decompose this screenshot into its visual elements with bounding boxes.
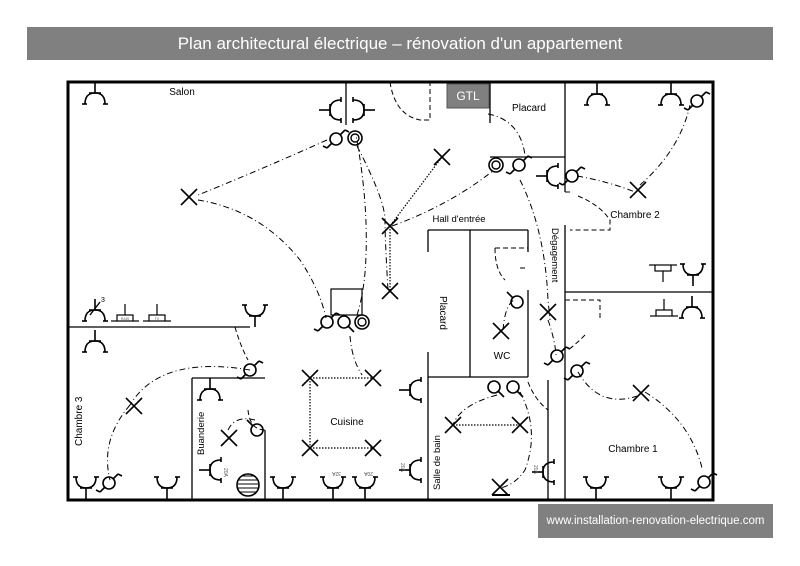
socket-icon	[153, 476, 181, 500]
room-chambre1: Chambre 1	[608, 444, 658, 455]
socket-rating-kitchen-wall: 20A	[399, 463, 405, 473]
light-point-icon	[629, 181, 647, 199]
pendant-switch-icon	[337, 315, 355, 333]
switch-icon	[95, 473, 123, 493]
room-wc: WC	[494, 351, 511, 362]
socket-rating-oven: 32A	[331, 470, 341, 476]
pendant-switch-icon	[506, 291, 524, 309]
socket-icon	[582, 476, 610, 500]
tv-label: TV	[155, 317, 160, 321]
light-point-icon	[381, 282, 399, 300]
switch-icon	[683, 91, 711, 111]
room-salon: Salon	[169, 87, 195, 98]
light-point-icon	[491, 478, 509, 496]
room-hall: Hall d'entrée	[432, 214, 485, 225]
socket-icon	[351, 476, 379, 500]
interior-walls	[68, 82, 713, 500]
gtl-box	[446, 83, 490, 109]
socket-icon	[657, 82, 685, 106]
push-button-icon	[354, 314, 370, 330]
socket-icon	[352, 96, 376, 124]
switch-icon	[543, 346, 571, 366]
switch-icon	[313, 312, 341, 332]
light-points	[125, 148, 650, 496]
light-point-icon	[301, 369, 319, 387]
room-cuisine: Cuisine	[330, 417, 364, 428]
gtl-label: GTL	[456, 89, 480, 103]
switch-icon	[563, 361, 591, 381]
light-point-icon	[539, 303, 557, 321]
website-link[interactable]: www.installation-renovation-electrique.c…	[538, 504, 773, 538]
push-button-icon	[488, 157, 504, 173]
room-chambre2: Chambre 2	[610, 210, 660, 221]
rj45-socket-icon	[649, 298, 679, 317]
hood-box	[330, 288, 363, 316]
socket-icon	[81, 81, 109, 105]
jacks	[110, 264, 679, 322]
light-point-icon	[381, 217, 399, 235]
light-point-icon	[220, 429, 238, 447]
socket-icon	[241, 304, 269, 328]
socket-icon	[198, 456, 222, 484]
socket-icon	[319, 476, 347, 500]
rj45-label: RJ45	[121, 317, 129, 321]
room-salle-de-bain: Salle de bain	[432, 435, 443, 490]
door-arcs	[234, 81, 611, 431]
socket-icon	[196, 377, 224, 401]
socket-icon	[269, 476, 297, 500]
light-point-icon	[444, 416, 462, 434]
socket-icon	[398, 376, 422, 404]
socket-icon	[679, 263, 707, 287]
light-point-icon	[180, 188, 198, 206]
switch-icon	[322, 129, 350, 149]
socket-icon	[81, 329, 109, 353]
room-chambre3: Chambre 3	[74, 396, 85, 446]
dotted-links	[309, 156, 520, 449]
room-placard-top: Placard	[512, 103, 546, 114]
switch-icon	[558, 166, 586, 186]
tv-socket-icon	[648, 264, 678, 283]
socket-icon	[657, 476, 685, 500]
light-point-icon	[492, 322, 510, 340]
push-button-icon	[347, 130, 363, 146]
light-point-icon	[125, 397, 143, 415]
socket-icon	[535, 162, 559, 190]
socket-multiplier: 3	[101, 297, 105, 304]
socket-icon	[678, 295, 706, 319]
page-title: Plan architectural électrique – rénovati…	[27, 27, 773, 60]
ventilation-icon	[236, 473, 260, 497]
socket-icon	[318, 96, 342, 124]
switch-icon	[505, 155, 533, 175]
socket-rating-plate: 20A	[363, 470, 373, 476]
room-placard-hall: Placard	[437, 296, 448, 330]
socket-rating-bathroom: 20A	[532, 465, 538, 475]
pendant-switch-icon	[246, 419, 264, 437]
light-point-icon	[433, 148, 451, 166]
room-buanderie: Buanderie	[196, 412, 207, 455]
pendant-switch-icon	[487, 380, 505, 398]
socket-icon	[583, 82, 611, 106]
pendant-switch-icon	[506, 380, 524, 398]
socket-rating-buanderie: 20A	[222, 468, 228, 478]
room-degagement: Dégagement	[549, 228, 560, 283]
socket-icon	[72, 476, 100, 500]
